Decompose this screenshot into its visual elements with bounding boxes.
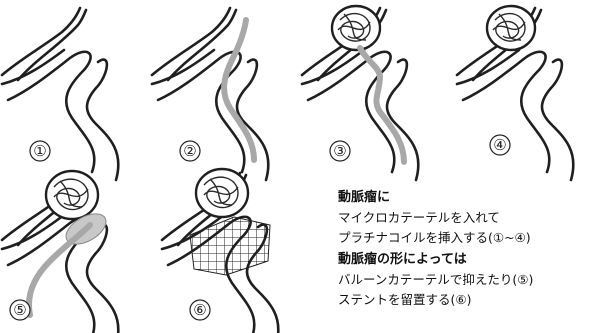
panel-1: ① (2, 8, 118, 180)
caption-line-1: マイクロカテーテルを入れて (338, 208, 533, 228)
caption-heading-1: 動脈瘤に (338, 188, 533, 208)
panel-4: ④ (457, 6, 573, 180)
panel-3: ③ (302, 6, 418, 180)
number-label-1: ① (33, 142, 46, 160)
number-label-2: ② (183, 142, 196, 160)
panel-5: ⑤ (2, 171, 118, 333)
number-label-3: ③ (333, 142, 346, 160)
panel-6: ⑥ (162, 169, 278, 333)
number-label-4: ④ (493, 136, 506, 154)
number-label-6: ⑥ (193, 301, 206, 319)
caption-line-3: バルーンカテーテルで抑えたり(⑤) (338, 270, 533, 290)
catheter-2 (224, 20, 254, 160)
caption-heading-2: 動脈瘤の形によっては (338, 250, 533, 270)
panel-2: ② (152, 8, 268, 180)
caption-line-2: プラチナコイルを挿入する(①~④) (338, 228, 533, 248)
caption: 動脈瘤に マイクロカテーテルを入れて プラチナコイルを挿入する(①~④) 動脈瘤… (338, 188, 533, 310)
stent-6 (190, 217, 270, 275)
caption-line-4: ステントを留置する(⑥) (338, 290, 533, 310)
vessel-1 (2, 8, 118, 180)
number-label-5: ⑤ (13, 301, 26, 319)
